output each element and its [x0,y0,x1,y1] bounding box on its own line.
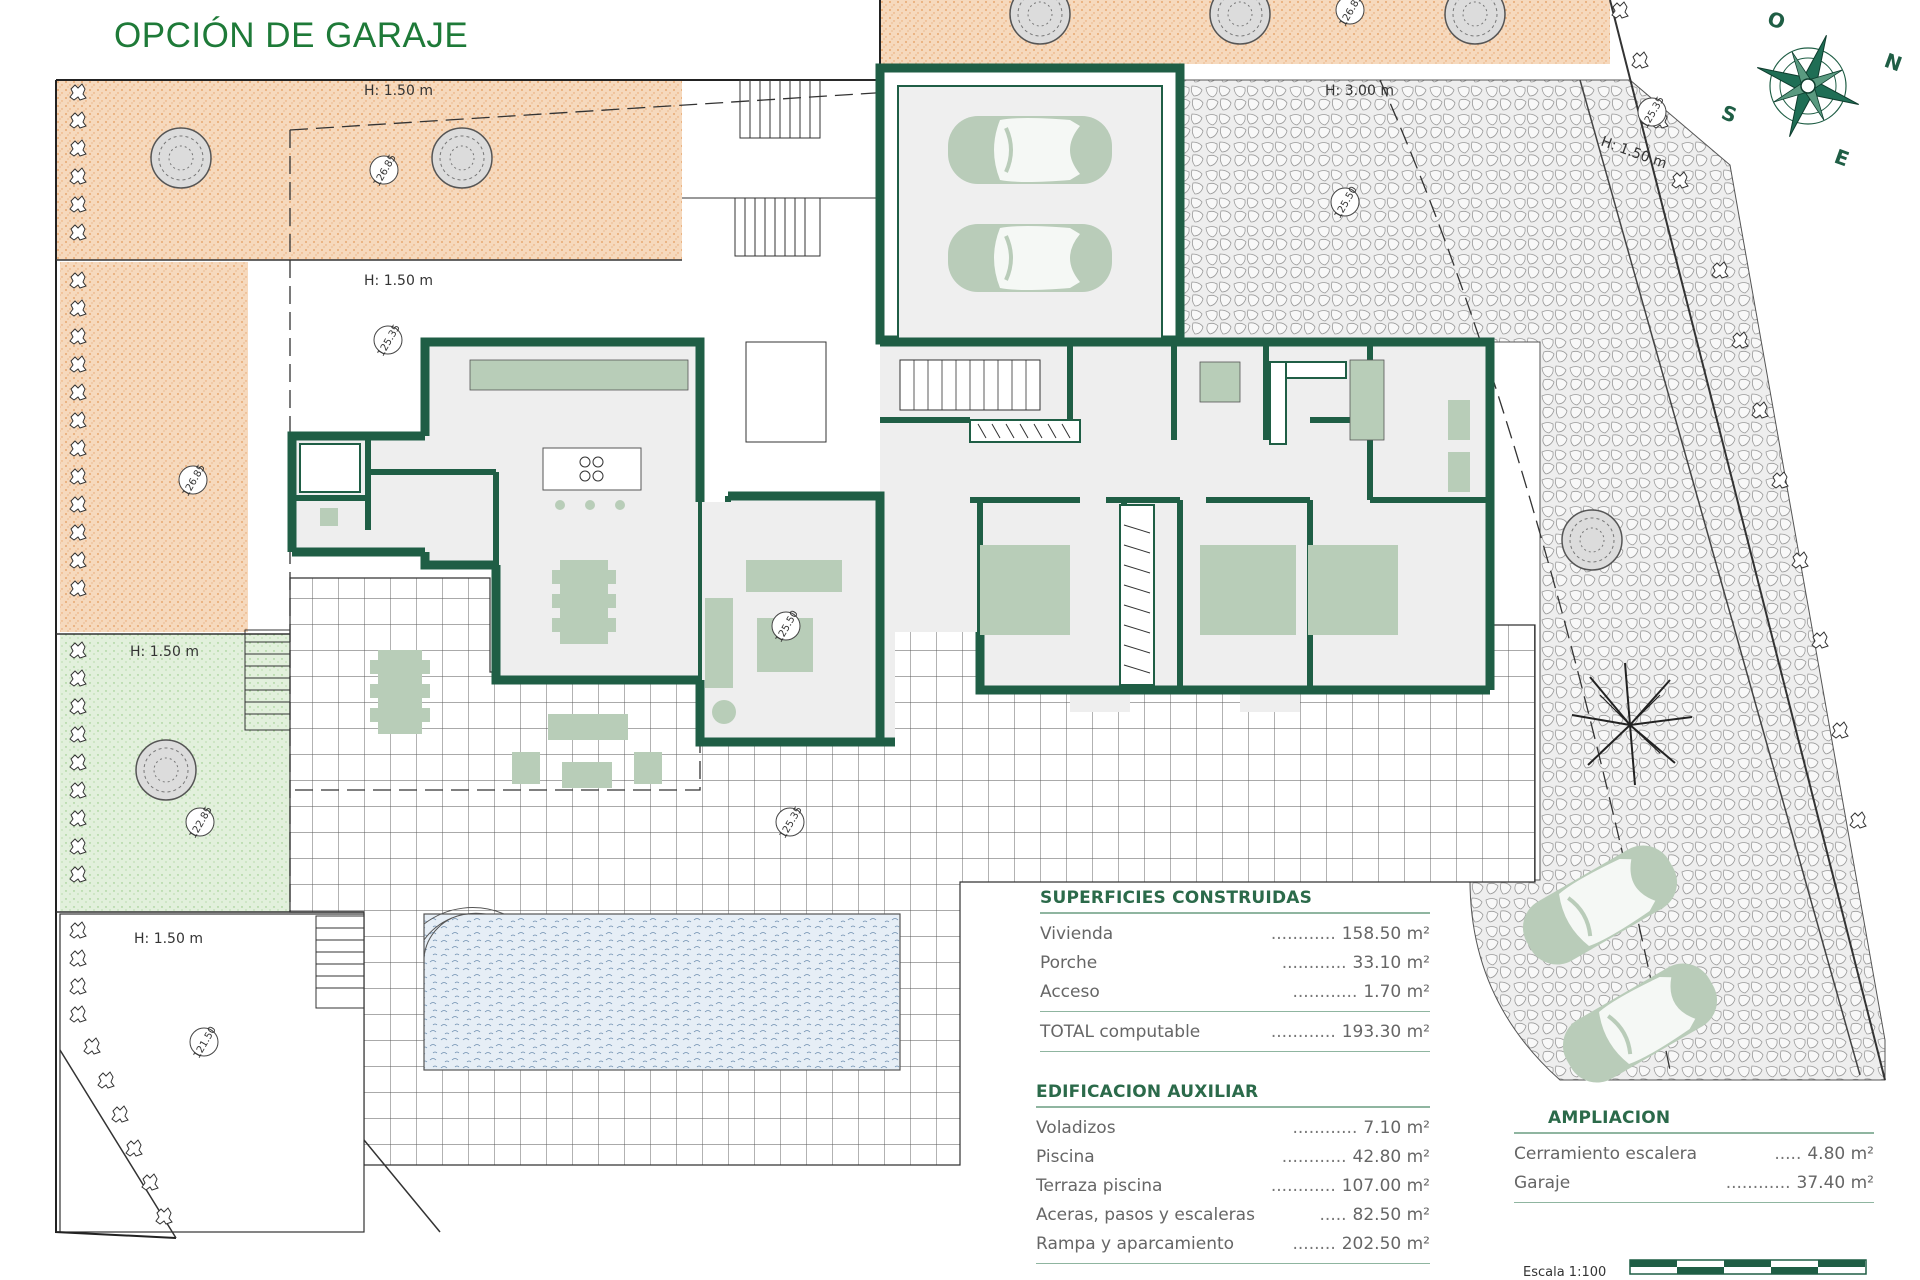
wall-height-label: H: 1.50 m [364,273,433,289]
row-dots: ............ [1270,924,1336,944]
superficies-heading: SUPERFICIES CONSTRUIDAS [1040,888,1313,908]
garden-west [60,262,248,632]
row-label: Terraza piscina [1036,1176,1163,1196]
house [287,337,1495,747]
compass-east: E [1831,144,1852,171]
pool [423,913,901,1071]
row-dots: ..... [1774,1144,1802,1164]
row-dots: ..... [1319,1205,1347,1225]
row-value: 107.00 m² [1341,1176,1430,1196]
driveway-stones [1179,79,1886,1081]
table-row: Rampa y aparcamiento........202.50 m² [1036,1230,1430,1259]
superficies-table: SUPERFICIES CONSTRUIDAS Vivienda........… [1040,888,1430,1058]
row-value: 82.50 m² [1352,1205,1430,1225]
south-west-deck [59,913,365,1233]
boundary-east-inner [1579,79,1861,1076]
row-value: 37.40 m² [1796,1173,1874,1193]
row-label: Cerramiento escalera [1514,1144,1698,1164]
auxiliar-table: EDIFICACION AUXILIAR Voladizos..........… [1036,1082,1430,1270]
boundary-inner-1 [56,259,682,1239]
row-dots: ............ [1270,1176,1336,1196]
compass-south: S [1718,100,1740,127]
page-title: OPCIÓN DE GARAJE [114,16,469,55]
garden-north-west [56,80,682,260]
north-stairs [682,79,879,257]
table-row: Cerramiento escalera.....4.80 m² [1514,1140,1874,1169]
row-value: 158.50 m² [1341,924,1430,944]
palm-tree [1571,662,1693,786]
pool-steps [423,907,505,959]
scale-bar [1629,1259,1867,1275]
wall-height-label: H: 1.50 m [130,644,199,660]
west-stairs [244,629,365,1009]
compass-west: O [1764,6,1788,34]
table-row: Porche............33.10 m² [1040,949,1430,978]
wall-height-label: H: 1.50 m [134,931,203,947]
row-label: Acceso [1040,982,1100,1002]
row-value: 1.70 m² [1363,982,1430,1002]
ampliacion-heading: AMPLIACION [1548,1108,1671,1128]
garage-car-1 [946,114,1114,186]
total-row: TOTAL computable............193.30 m² [1040,1018,1430,1047]
row-value: 4.80 m² [1807,1144,1874,1164]
row-label: TOTAL computable [1040,1022,1201,1042]
table-row: Garaje............37.40 m² [1514,1169,1874,1198]
row-dots: ............ [1292,982,1358,1002]
row-label: Rampa y aparcamiento [1036,1234,1235,1254]
row-label: Garaje [1514,1173,1571,1193]
row-label: Voladizos [1036,1118,1116,1138]
compass-icon: N E S O [1718,6,1905,171]
ampliacion-table: AMPLIACION Cerramiento escalera.....4.80… [1514,1108,1874,1209]
row-dots: ............ [1725,1173,1791,1193]
row-label: Piscina [1036,1147,1095,1167]
compass-north: N [1881,48,1905,76]
table-row: Voladizos............7.10 m² [1036,1114,1430,1143]
row-dots: ............ [1281,1147,1347,1167]
courtyard-planter [745,341,827,443]
boundary-east [1609,0,1886,1081]
row-value: 42.80 m² [1352,1147,1430,1167]
garage-car-2 [946,222,1114,294]
row-label: Aceras, pasos y escaleras [1036,1205,1255,1225]
row-dots: ........ [1292,1234,1336,1254]
row-label: Vivienda [1040,924,1114,944]
table-row: Aceras, pasos y escaleras.....82.50 m² [1036,1201,1430,1230]
table-row: Piscina............42.80 m² [1036,1143,1430,1172]
row-label: Porche [1040,953,1098,973]
row-value: 7.10 m² [1363,1118,1430,1138]
row-value: 33.10 m² [1352,953,1430,973]
row-value: 193.30 m² [1341,1022,1430,1042]
row-value: 202.50 m² [1341,1234,1430,1254]
table-row: Terraza piscina............107.00 m² [1036,1172,1430,1201]
table-row: Acceso............1.70 m² [1040,978,1430,1007]
terrace-furniture [370,650,662,788]
row-dots: ............ [1281,953,1347,973]
table-row: Vivienda............158.50 m² [1040,920,1430,949]
wall-height-label: H: 1.50 m [364,83,433,99]
wall-height-label: H: 3.00 m [1325,83,1394,99]
row-dots: ............ [1292,1118,1358,1138]
scale-label: Escala 1:100 [1523,1265,1607,1280]
auxiliar-heading: EDIFICACION AUXILIAR [1036,1082,1259,1102]
row-dots: ............ [1270,1022,1336,1042]
